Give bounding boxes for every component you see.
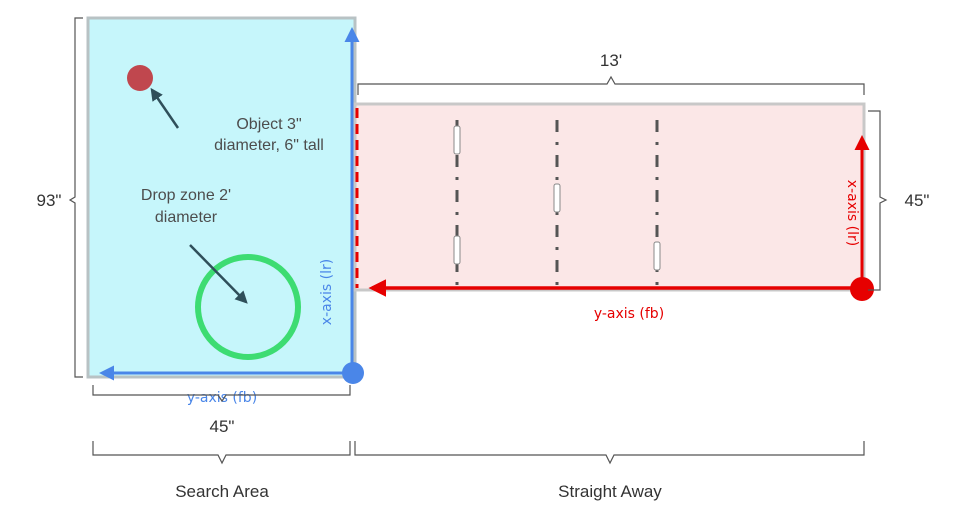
straight-y-axis-label: y-axis (fb) bbox=[594, 306, 664, 322]
search-x-axis-label: x-axis (lr) bbox=[319, 259, 335, 325]
search-y-axis-label: y-axis (fb) bbox=[187, 390, 257, 406]
drop-zone-label-line1: Drop zone 2' bbox=[141, 187, 231, 204]
object-label-line1: Object 3" bbox=[236, 116, 301, 133]
straight-origin-dot bbox=[850, 277, 874, 301]
drop-zone-leader bbox=[189, 244, 248, 304]
dim-search-height: 93" bbox=[37, 191, 62, 210]
dim-straight-width: 45" bbox=[905, 191, 930, 210]
straight-away-label: Straight Away bbox=[558, 482, 662, 501]
gate-markers bbox=[453, 125, 661, 271]
straight-x-axis-label: x-axis (lr) bbox=[844, 180, 860, 246]
drop-zone-label-line2: diameter bbox=[155, 209, 218, 226]
straight-away-region bbox=[353, 102, 866, 292]
dimension-brackets bbox=[68, 17, 888, 465]
object-marker bbox=[127, 65, 153, 91]
dim-search-width: 45" bbox=[210, 417, 235, 436]
search-origin-dot bbox=[342, 362, 364, 384]
drop-zone-ring bbox=[195, 254, 301, 360]
object-leader bbox=[150, 87, 180, 129]
search-area-label: Search Area bbox=[175, 482, 269, 501]
dim-straight-length: 13' bbox=[600, 51, 622, 70]
object-label-line2: diameter, 6" tall bbox=[214, 137, 324, 154]
